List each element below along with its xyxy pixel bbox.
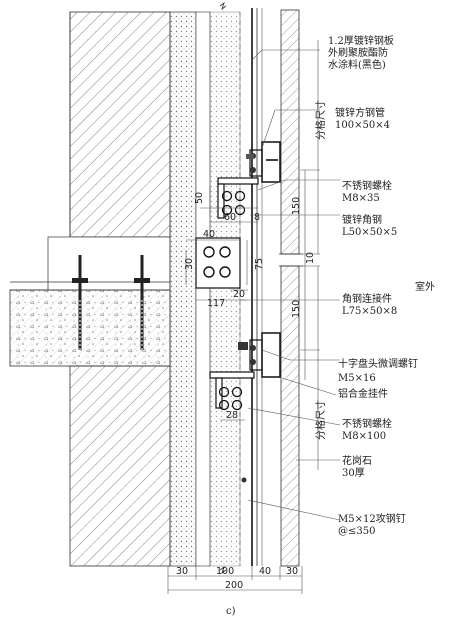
upper-bracket-assembly xyxy=(217,141,281,219)
label-bolt-2-size: M8×100 xyxy=(342,431,386,442)
label-screw-1: 十字盘头微调螺钉 xyxy=(338,357,418,370)
label-connector-1: 角钢连接件 xyxy=(342,292,392,305)
bottom-dim-30-left: 30 xyxy=(176,566,188,577)
granite-panel xyxy=(279,9,303,567)
dim-28: 28 xyxy=(226,410,238,421)
label-outdoor: 室外 xyxy=(415,280,435,293)
label-aluminum-hanger: 铝合金挂件 xyxy=(338,387,388,400)
dim-8: 8 xyxy=(254,212,260,223)
label-steel-plate-2: 外刷聚胺酯防 xyxy=(328,46,388,59)
dim-50: 50 xyxy=(194,192,205,204)
insulation-layer xyxy=(169,11,241,567)
label-steel-plate-1: 1.2厚镀锌钢板 xyxy=(328,34,394,47)
label-square-tube-1: 镀锌方钢管 xyxy=(335,106,385,119)
label-grid-size-lower: 分格尺寸 xyxy=(314,400,327,440)
bottom-dim-40: 40 xyxy=(259,566,271,577)
dim-40: 40 xyxy=(203,229,215,240)
label-square-tube-2: 100×50×4 xyxy=(335,120,390,131)
dimension-lines xyxy=(167,40,320,594)
angle-connector xyxy=(195,237,241,289)
structural-wall xyxy=(69,11,171,567)
label-nail-1: M5×12攻钢钉 xyxy=(338,512,406,525)
dim-10: 10 xyxy=(305,252,316,264)
dim-150-lower: 150 xyxy=(291,300,302,318)
dim-60: 60 xyxy=(224,212,236,223)
label-angle-2: L50×50×5 xyxy=(342,227,397,238)
dim-117: 117 xyxy=(207,298,225,309)
label-angle-1: 镀锌角钢 xyxy=(342,213,382,226)
leader-lines xyxy=(240,49,341,521)
anchor-bolts xyxy=(72,255,150,350)
dim-75: 75 xyxy=(254,258,265,270)
label-screw-2: M5×16 xyxy=(338,373,376,384)
bottom-dim-100: 100 xyxy=(216,566,234,577)
label-steel-plate-3: 水涂料(黑色) xyxy=(328,58,386,71)
dim-30: 30 xyxy=(184,258,195,270)
label-bolt-1-size: M8×35 xyxy=(342,193,380,204)
label-bolt-1: 不锈钢螺栓 xyxy=(342,179,392,192)
figure-caption: c) xyxy=(226,606,236,617)
bottom-dim-200: 200 xyxy=(225,580,243,591)
label-granite-2: 30厚 xyxy=(342,467,365,479)
label-connector-2: L75×50×8 xyxy=(342,306,397,317)
dim-150-upper: 150 xyxy=(291,197,302,215)
steel-plate-and-tube xyxy=(251,8,263,566)
label-bolt-2: 不锈钢螺栓 xyxy=(342,417,392,430)
floor-slab xyxy=(9,236,171,367)
break-line xyxy=(219,1,227,575)
bottom-dim-30-right: 30 xyxy=(286,566,298,577)
label-grid-size-upper: 分格尺寸 xyxy=(314,100,327,140)
lower-bracket-assembly xyxy=(209,332,281,483)
dim-20: 20 xyxy=(233,289,245,300)
label-nail-2: @≤350 xyxy=(338,526,375,537)
label-granite-1: 花岗石 xyxy=(342,454,372,467)
